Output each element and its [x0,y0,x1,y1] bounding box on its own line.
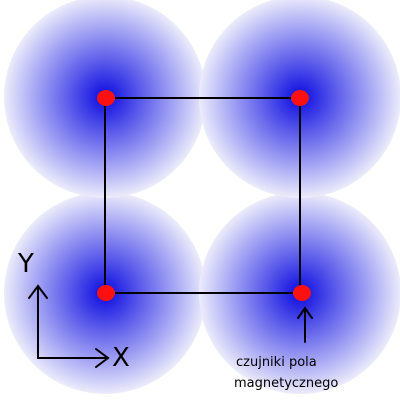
field-regions [4,0,400,394]
sensor-caption-line2: magnetycznego [234,376,338,391]
sensor-square-outline [104,97,301,294]
sensor-caption-line1: czujniki pola [236,355,317,370]
sensor-pointer-arrow [297,306,313,343]
coordinate-axes [28,284,110,368]
y-axis-arrowhead [28,284,48,299]
sensor-top-left [97,90,115,106]
sensor-bottom-left [97,285,115,301]
y-axis-label: Y [17,249,34,279]
x-axis-label: X [112,343,130,373]
x-axis-arrowhead [95,348,110,368]
sensors [97,90,311,301]
sensor-bottom-right [293,285,311,301]
sensor-top-right [291,90,309,106]
